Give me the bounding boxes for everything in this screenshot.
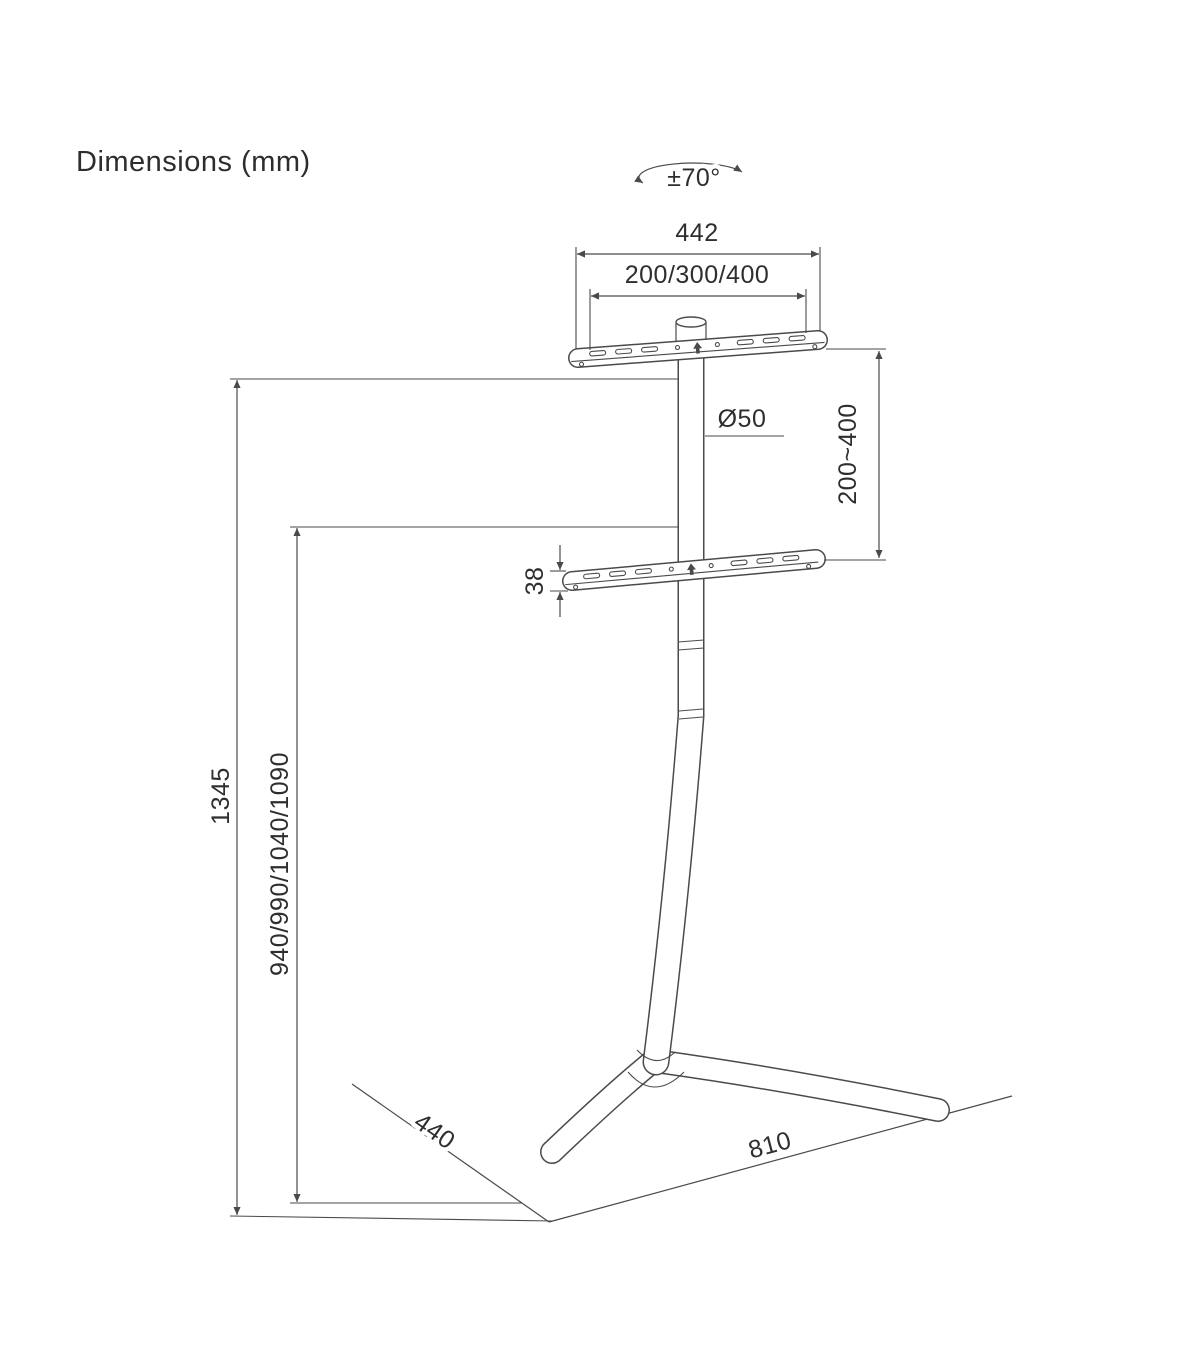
dimension-column-heights: 940/990/1040/1090: [266, 526, 678, 1204]
base-junction-seams: [627, 1049, 685, 1088]
up-arrow-icon: [693, 342, 703, 354]
vesa-slot: [608, 570, 627, 577]
bottom-vesa-bracket: [562, 549, 826, 591]
screw-hole: [578, 361, 585, 367]
pole-diameter-label: Ø50: [718, 405, 767, 433]
base-depth-label: 440: [409, 1108, 460, 1156]
lower-pole: [642, 702, 705, 1076]
top-vesa-bracket: [568, 330, 828, 368]
vesa-slot: [634, 568, 652, 575]
screw-hole: [668, 566, 674, 572]
vesa-slot: [641, 346, 659, 353]
vesa-slot: [762, 336, 780, 344]
rotation-arc: ±70°: [634, 160, 743, 197]
screw-hole: [573, 584, 579, 590]
bracket-width-label: 442: [675, 219, 718, 247]
base-right-leg: [650, 1050, 950, 1122]
dimension-total-height: 1345: [207, 378, 678, 1222]
pole-joint-collars: [677, 639, 705, 720]
screw-hole: [812, 344, 818, 350]
up-arrow-icon: [686, 563, 696, 575]
diagram-title: Dimensions (mm): [76, 146, 311, 178]
top-bracket-details: [571, 335, 825, 367]
dimension-bracket-thickness: 38: [521, 545, 568, 617]
vesa-slot: [730, 559, 748, 567]
screw-hole: [674, 344, 681, 351]
screw-hole: [806, 563, 812, 569]
vesa-slot: [589, 350, 607, 357]
dimension-bracket-width: 442: [575, 219, 821, 349]
vesa-widths-label: 200/300/400: [625, 261, 770, 289]
column-heights-label: 940/990/1040/1090: [266, 752, 294, 976]
vesa-slot: [756, 557, 774, 564]
bottom-bracket-details: [565, 554, 819, 590]
dimension-vesa-height-range: 200~400: [824, 348, 886, 561]
dimension-pole-diameter: Ø50: [705, 405, 784, 437]
dimension-annotations: ±70° 442 200/300/400 Ø50: [207, 160, 886, 1222]
screw-hole: [708, 563, 714, 569]
vesa-height-range-label: 200~400: [834, 403, 862, 505]
bracket-thickness-label: 38: [521, 567, 549, 596]
base-left-leg: [540, 1050, 664, 1164]
base-width-label: 810: [745, 1126, 794, 1164]
vesa-slot: [736, 338, 754, 346]
floor-depth-edge: [351, 1083, 550, 1223]
tv-stand: [540, 316, 950, 1164]
total-height-label: 1345: [207, 767, 235, 825]
vesa-slot: [788, 335, 806, 342]
rotation-angle-label: ±70°: [667, 164, 721, 192]
vesa-slot: [615, 348, 633, 355]
vesa-slot: [782, 554, 800, 562]
vesa-slot: [583, 572, 601, 580]
dimension-vesa-widths: 200/300/400: [589, 261, 807, 350]
screw-hole: [714, 341, 720, 348]
